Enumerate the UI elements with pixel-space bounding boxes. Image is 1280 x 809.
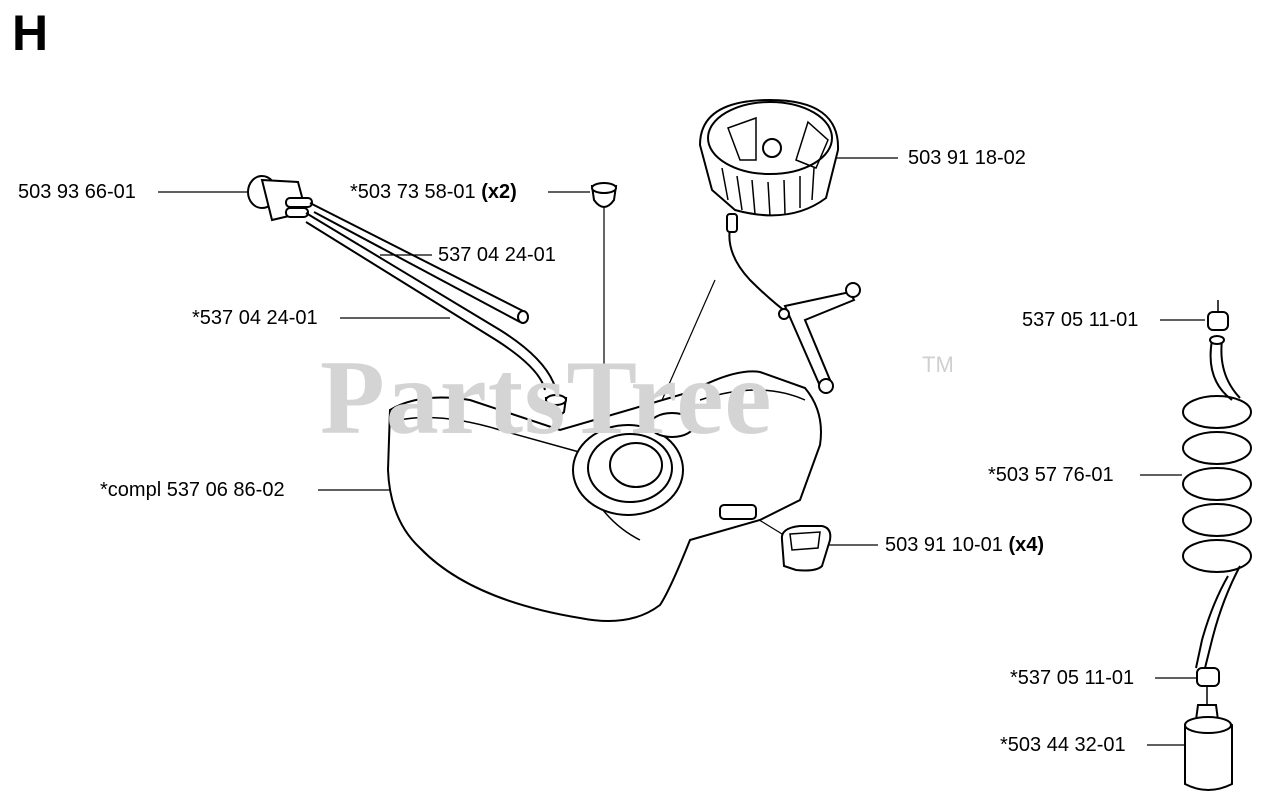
fuel-tank-drawing (386, 370, 822, 623)
grommet-drawing (544, 182, 618, 417)
part-number: *503 73 58-01 (350, 181, 476, 203)
callout-fuel-cap[interactable]: 503 91 18-02 (908, 148, 1026, 168)
part-number: 503 93 66-01 (18, 181, 136, 203)
fuel-cap-drawing (698, 98, 861, 394)
part-number: 503 91 10-01 (885, 534, 1003, 556)
part-number: 537 04 24-01 (438, 244, 556, 266)
callout-fuel-filter[interactable]: *503 44 32-01 (1000, 735, 1126, 755)
part-number: *503 57 76-01 (988, 464, 1114, 486)
primer-bulb-drawing (247, 175, 313, 222)
trademark-mark: TM (922, 352, 954, 377)
part-number: *537 04 24-01 (192, 307, 318, 329)
coil-hose-drawing (1182, 300, 1252, 687)
callout-hose-upper[interactable]: 537 04 24-01 (438, 245, 556, 265)
fuel-filter-drawing (1184, 686, 1233, 791)
callout-grommet[interactable]: *503 73 58-01 (x2) (350, 182, 517, 202)
quantity: (x2) (481, 181, 517, 203)
callout-hose-clamp-top[interactable]: 537 05 11-01 (1022, 310, 1138, 330)
part-number: *537 05 11-01 (1010, 667, 1135, 689)
leader-lines (158, 157, 1205, 746)
callout-fuel-tank[interactable]: *compl 537 06 86-02 (100, 480, 285, 500)
rubber-pad-drawing (719, 504, 832, 572)
callout-primer-bulb[interactable]: 503 93 66-01 (18, 182, 136, 202)
part-number: 503 91 18-02 (908, 147, 1026, 169)
callout-hose-clamp-bottom[interactable]: *537 05 11-01 (1010, 668, 1134, 688)
part-number: 537 05 11-01 (1022, 309, 1139, 331)
callout-rubber-pad[interactable]: 503 91 10-01 (x4) (885, 535, 1044, 555)
section-letter: H (12, 5, 49, 61)
part-number: *compl 537 06 86-02 (100, 479, 285, 501)
part-number: *503 44 32-01 (1000, 734, 1126, 756)
callout-coil-hose[interactable]: *503 57 76-01 (988, 465, 1114, 485)
fuel-hoses-drawing (305, 202, 557, 391)
watermark-logo: PartsTree (320, 339, 773, 456)
quantity: (x4) (1008, 534, 1045, 556)
callout-hose-lower[interactable]: *537 04 24-01 (192, 308, 318, 328)
